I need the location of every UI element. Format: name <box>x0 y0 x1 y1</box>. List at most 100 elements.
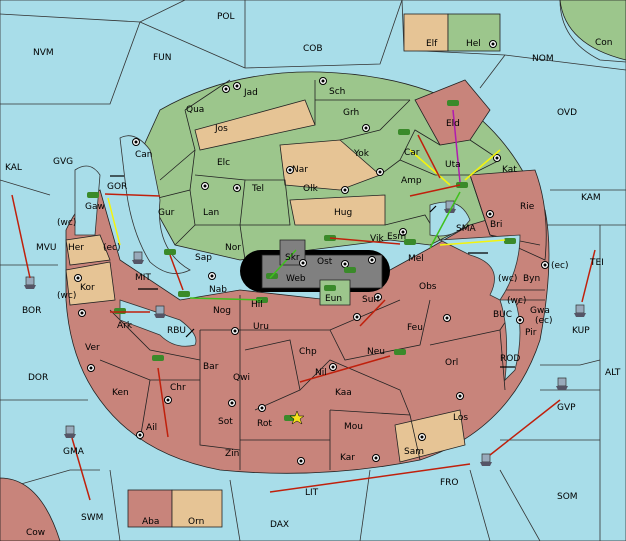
army-icon <box>404 239 416 245</box>
label-Hil: Hil <box>251 300 263 310</box>
sc-icon <box>456 392 464 400</box>
label-SMA: SMA <box>456 224 476 234</box>
label-Neu: Neu <box>367 347 385 357</box>
label-Orn: Orn <box>188 517 204 527</box>
province-Sam[interactable] <box>394 409 466 463</box>
sc-icon <box>78 309 86 317</box>
sc-icon <box>541 261 549 269</box>
sc-icon <box>489 40 497 48</box>
label-LIT: LIT <box>305 488 319 498</box>
army-icon <box>152 355 164 361</box>
label-NOM: NOM <box>532 54 554 64</box>
sc-icon <box>374 293 382 301</box>
label-ec1: (ec) <box>103 243 121 253</box>
label-Qwi: Qwi <box>233 373 250 383</box>
label-Sap: Sap <box>195 253 212 263</box>
label-ec3: (ec) <box>535 316 553 326</box>
label-Gaw: Gaw <box>85 202 105 212</box>
army-icon <box>398 129 410 135</box>
label-TEI: TEI <box>589 258 604 268</box>
province-GOR-sea[interactable] <box>119 135 191 274</box>
label-Ark: Ark <box>117 321 133 331</box>
order-arrow <box>439 239 506 246</box>
order-arrow <box>157 367 169 438</box>
sc-icon <box>376 168 384 176</box>
sc-icon <box>297 457 305 465</box>
province-Aba[interactable] <box>127 489 173 528</box>
label-Rot: Rot <box>257 419 272 429</box>
label-Ost: Ost <box>317 257 333 267</box>
label-Vik: Vik <box>370 234 384 244</box>
province-Elf[interactable] <box>403 13 449 52</box>
label-wc3: (wc) <box>57 291 76 301</box>
province-Orn[interactable] <box>171 489 223 528</box>
supply-centers <box>74 40 549 465</box>
order-arrow <box>107 197 121 246</box>
sc-icon <box>353 313 361 321</box>
sc-icon <box>286 166 294 174</box>
army-icon <box>344 267 356 273</box>
sc-icon <box>208 272 216 280</box>
province-Kor[interactable] <box>65 261 116 306</box>
label-Nab: Nab <box>209 285 227 295</box>
province-Nar[interactable] <box>279 139 381 191</box>
fleet-icon <box>556 377 568 390</box>
order-arrow <box>269 463 471 493</box>
label-Kor: Kor <box>80 283 95 293</box>
army-icon <box>87 192 99 198</box>
label-MVU: MVU <box>36 243 57 253</box>
label-Sun: Sun <box>362 295 379 305</box>
order-arrow <box>11 194 31 279</box>
province-Rie[interactable] <box>469 169 547 261</box>
sc-icon <box>164 396 172 404</box>
label-Can: Can <box>135 150 153 160</box>
fleet-icon <box>480 453 492 466</box>
army-icon <box>447 100 459 106</box>
label-KUP: KUP <box>572 326 590 336</box>
label-Web: Web <box>286 274 306 284</box>
label-Amp: Amp <box>401 176 422 186</box>
label-Sam: Sam <box>404 447 424 457</box>
sc-icon <box>493 154 501 162</box>
label-Aba: Aba <box>142 517 159 527</box>
label-Elc: Elc <box>217 158 230 168</box>
order-arrow <box>329 237 401 245</box>
internal-borders <box>99 79 545 470</box>
order-arrow <box>71 437 91 501</box>
coast-arrows <box>110 175 515 368</box>
label-Kaa: Kaa <box>335 388 352 398</box>
sc-icon <box>443 314 451 322</box>
province-ROD-sea[interactable] <box>499 299 521 382</box>
label-OVD: OVD <box>557 108 577 118</box>
sc-icon <box>228 399 236 407</box>
label-Eld: Eld <box>446 119 460 129</box>
label-POL: POL <box>217 12 235 22</box>
label-Uru: Uru <box>253 322 269 332</box>
label-Olk: Olk <box>303 184 319 194</box>
army-icon <box>324 285 336 291</box>
army-icon <box>504 238 516 244</box>
sc-icon <box>329 363 337 371</box>
label-GVP: GVP <box>557 403 576 413</box>
province-Her[interactable] <box>65 234 111 266</box>
label-GOR: GOR <box>107 182 127 192</box>
sc-icon <box>74 274 82 282</box>
label-DAX: DAX <box>270 520 289 530</box>
sc-icon <box>368 256 376 264</box>
label-Ail: Ail <box>146 423 157 433</box>
order-arrow <box>104 193 161 197</box>
land-south <box>65 189 550 474</box>
label-Gwa: Gwa <box>530 306 550 316</box>
sc-icon <box>399 228 407 236</box>
label-GMA: GMA <box>63 447 85 457</box>
sc-icon <box>418 433 426 441</box>
coast-Gaw-sea[interactable] <box>74 165 101 236</box>
sc-icon <box>233 184 241 192</box>
label-Nog: Nog <box>213 306 231 316</box>
label-Qua: Qua <box>186 105 204 115</box>
label-Los: Los <box>453 413 468 423</box>
army-icon <box>394 349 406 355</box>
label-Obs: Obs <box>419 282 437 292</box>
label-Nor: Nor <box>225 243 241 253</box>
sc-icon <box>201 182 209 190</box>
